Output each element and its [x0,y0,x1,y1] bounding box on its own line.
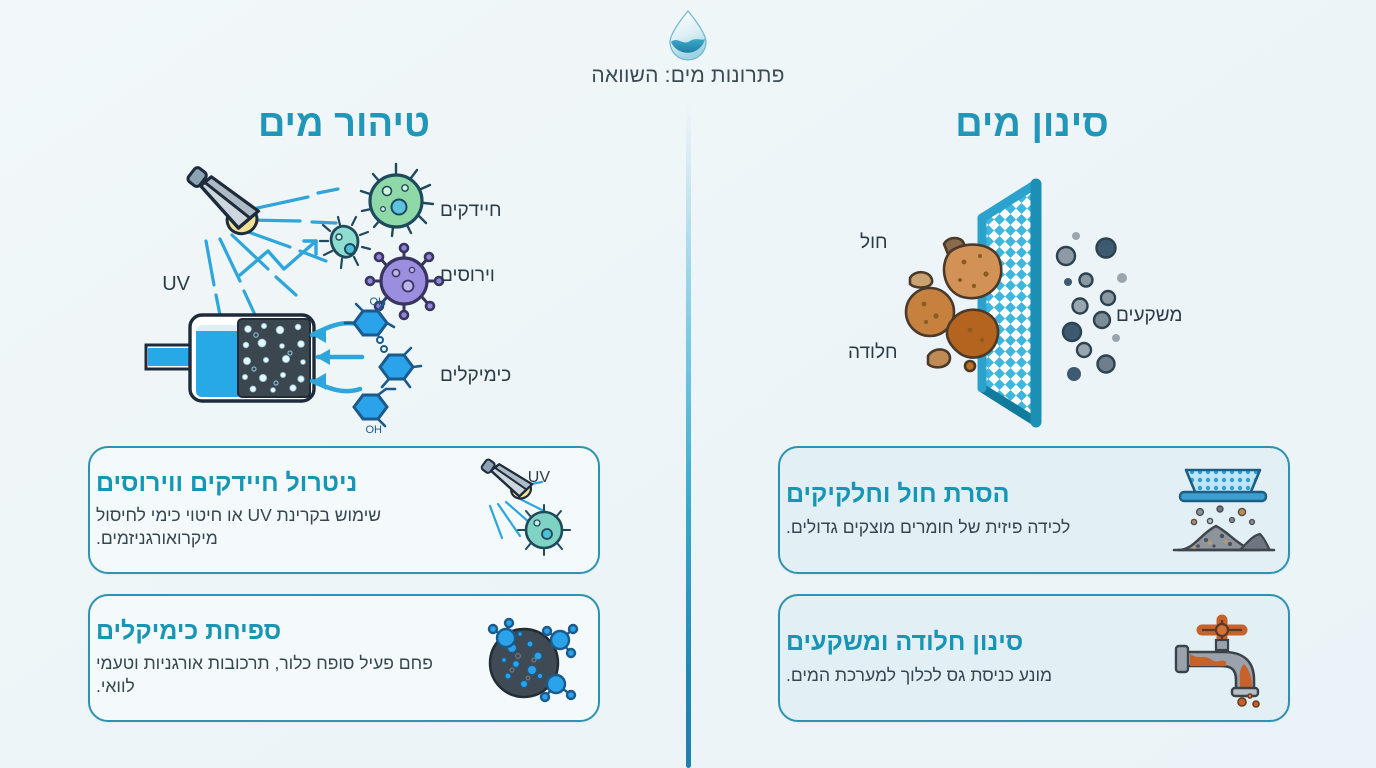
bacteria-icon [359,162,435,238]
page-title: פתרונות מים: השוואה [591,64,785,87]
label-rust: חלודה [848,342,898,363]
header: פתרונות מים: השוואה [0,8,1376,88]
card-description: מונע כניסת גס לכלוך למערכת המים. [786,664,1053,685]
column-title-purification: טיהור מים [257,103,431,145]
sieve-sand-icon [1164,460,1282,560]
card-description: שימוש בקרינת UV או חיטוי כימי לחיסול מיק… [96,505,382,549]
uv-lamp-virus-icon: UV [474,458,592,560]
activated-carbon-icon [474,608,592,708]
card-text: הסרת חול וחלקיקים לכידה פיזית של חומרים … [780,481,1164,539]
label-sand: חול [860,232,888,253]
rusty-faucet-icon [1164,608,1282,708]
card-description: לכידה פיזית של חומרים מוצקים גדולים. [786,516,1071,537]
purification-illustration: UV [140,162,560,436]
sediment-particles-icon [1055,232,1127,381]
flow-arrowhead-icon [302,239,318,256]
card-rust-filtration[interactable]: סינון חלודה ומשקעים מונע כניסת גס לכלוך … [778,594,1290,722]
label-chemicals: כימיקלים [440,365,512,386]
rod-bacteria-icon [318,215,372,270]
card-neutralize-bacteria[interactable]: UV ניטרול חיידקים ווי [88,446,600,574]
carbon-filter-icon [144,313,365,403]
card-description: פחם פעיל סופח כלור, תרכובות אורגניות וטע… [96,653,433,697]
label-bacteria: חיידקים [440,200,502,221]
flow-arrow-icon [238,239,318,277]
uv-lamp-icon [186,166,261,236]
mesh-screen-icon [977,178,1042,428]
card-text: ניטרול חיידקים ווירוסים שימוש בקרינת UV … [90,468,474,551]
label-viruses: וירוסים [440,265,495,286]
card-title: סינון חלודה ומשקעים [786,628,1024,657]
chemical-molecule-icon: OH OH [343,296,423,436]
particle-speckles-icon [921,254,989,343]
card-text: ספיחת כימיקלים פחם פעיל סופח כלור, תרכוב… [90,616,474,699]
card-title: ניטרול חיידקים ווירוסים [96,468,358,497]
sand-particles-icon [904,236,1003,373]
card-title: ספיחת כימיקלים [96,616,282,645]
card-title: הסרת חול וחלקיקים [786,480,1010,509]
column-title-filtration: סינון מים [955,103,1109,145]
uv-label: UV [162,273,190,295]
card-chemical-adsorption[interactable]: ספיחת כימיקלים פחם פעיל סופח כלור, תרכוב… [88,594,600,722]
oh-label-2: OH [366,424,383,436]
water-drop-icon [665,8,711,61]
virus-icon [364,242,445,321]
filtration-illustration: חול חלודה משקעים [840,170,1240,430]
card-text: סינון חלודה ומשקעים מונע כניסת גס לכלוך … [780,629,1164,687]
label-sediments: משקעים [1116,305,1183,326]
column-divider [686,104,691,768]
card-sand-removal[interactable]: הסרת חול וחלקיקים לכידה פיזית של חומרים … [778,446,1290,574]
uv-card-label: UV [528,469,551,486]
oh-label-1: OH [370,296,387,308]
